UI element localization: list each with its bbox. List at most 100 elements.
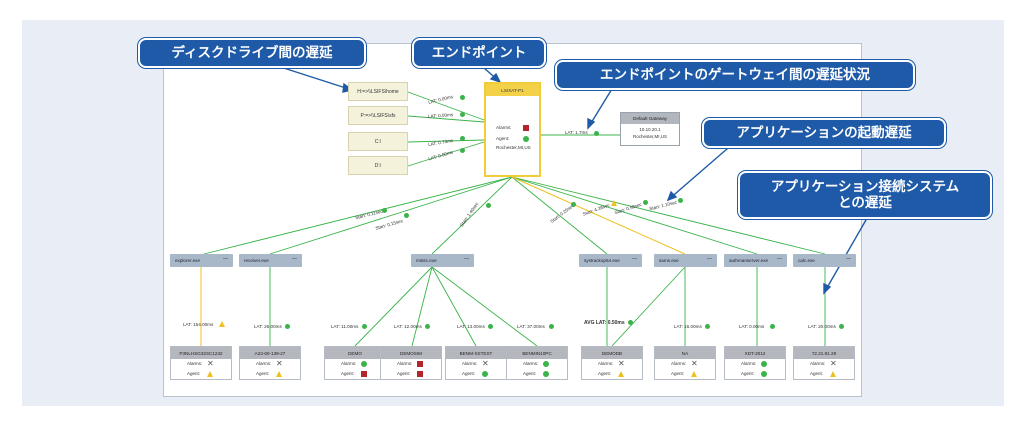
status-ok-icon bbox=[571, 202, 576, 207]
endpoint-node[interactable]: LSIXAT-P1 Alarms: Agent: Rochester,MI,US bbox=[484, 82, 541, 177]
app-receiver[interactable]: receiver.exe— bbox=[239, 254, 302, 267]
server-name: XDT-2012 bbox=[725, 347, 785, 359]
alarm-ok-icon bbox=[761, 361, 767, 367]
agent-label: Agent: bbox=[187, 371, 201, 376]
server-p3nlhsg[interactable]: P3NLHSG32SC1232 Alarms: ✕ Agent: bbox=[170, 346, 232, 380]
more-menu-icon[interactable]: — bbox=[846, 256, 851, 262]
server-demodb[interactable]: DEMODB Alarms: ✕ Agent: bbox=[581, 346, 643, 380]
status-ok-icon bbox=[460, 148, 465, 153]
callout-line-1: アプリケーション接続システム bbox=[770, 178, 960, 195]
drive-p[interactable]: P:=>\\LSIFS\sfs bbox=[348, 106, 408, 125]
more-menu-icon[interactable]: — bbox=[777, 256, 782, 262]
app-name: mstsc.exe bbox=[416, 258, 437, 263]
drive-c[interactable]: C:\ bbox=[348, 132, 408, 151]
server-name: DEMOSIM bbox=[381, 347, 441, 359]
status-ok-icon bbox=[460, 112, 465, 117]
server-latency: LAT: 37.00ms bbox=[517, 324, 545, 329]
status-ok-icon bbox=[628, 320, 633, 325]
server-benm-sstest[interactable]: BENM-SSTEST Alarms: ✕ Agent: bbox=[445, 346, 507, 380]
agent-label: Agent: bbox=[397, 371, 411, 376]
callout-endpoint: エンドポイント bbox=[412, 38, 546, 68]
status-ok-icon bbox=[404, 213, 409, 218]
endpoint-location: Rochester,MI,US bbox=[496, 145, 531, 150]
server-a23[interactable]: A23-60-139-27 Alarms: ✕ Agent: bbox=[239, 346, 301, 380]
alarms-label: Alarms: bbox=[523, 361, 539, 366]
status-ok-icon bbox=[549, 324, 554, 329]
more-menu-icon[interactable]: — bbox=[707, 256, 712, 262]
server-demo[interactable]: DEMO Alarms: Agent: bbox=[324, 346, 386, 380]
status-ok-icon bbox=[425, 324, 430, 329]
agent-warning-icon bbox=[830, 371, 836, 377]
server-latency: LAT: 20.00ms bbox=[808, 324, 836, 329]
server-name: A23-60-139-27 bbox=[240, 347, 300, 359]
app-systrack[interactable]: systrackop64.exe — bbox=[579, 254, 642, 267]
status-ok-icon bbox=[594, 131, 599, 136]
app-sams[interactable]: sams.exe— bbox=[654, 254, 717, 267]
drive-d[interactable]: D:\ bbox=[348, 156, 408, 175]
server-latency: LAT: 26.00ms bbox=[254, 324, 282, 329]
app-calc[interactable]: calc.exe— bbox=[793, 254, 856, 267]
more-menu-icon[interactable]: — bbox=[464, 256, 469, 262]
status-ok-icon bbox=[486, 203, 491, 208]
alarm-none-icon: ✕ bbox=[830, 359, 837, 368]
server-name: BENM-SSTEST bbox=[446, 347, 506, 359]
link-mstsc-benmin bbox=[431, 266, 538, 347]
agent-ok-icon bbox=[523, 136, 529, 142]
callout-pointer-startup bbox=[667, 141, 736, 201]
app-explorer[interactable]: explorer.exe — bbox=[170, 254, 233, 267]
agent-ok-icon bbox=[482, 371, 488, 377]
alarm-ok-icon bbox=[543, 361, 549, 367]
callout-disk-latency: ディスクドライブ間の遅延 bbox=[138, 38, 366, 68]
link-app-authman bbox=[511, 176, 758, 255]
agent-label: Agent: bbox=[810, 371, 824, 376]
gateway-ip: 10.10.20.1 bbox=[639, 127, 661, 132]
agent-critical-icon bbox=[417, 371, 423, 377]
drive-h[interactable]: H:=>\\LSIFS\home bbox=[348, 82, 408, 101]
alarms-label: Alarms: bbox=[397, 361, 413, 366]
status-ok-icon bbox=[460, 95, 465, 100]
server-latency: LAT: 154.00ms bbox=[183, 322, 214, 327]
endpoint-agent-label: Agent: bbox=[496, 136, 510, 141]
server-name: BENMIN10PC bbox=[507, 347, 567, 359]
status-ok-icon bbox=[839, 324, 844, 329]
server-latency: LAT: 0.00ms bbox=[739, 324, 765, 329]
app-name: systrackop64.exe bbox=[584, 258, 620, 263]
server-latency: LAT: 16.00ms bbox=[674, 324, 702, 329]
link-app-explorer bbox=[203, 176, 513, 255]
agent-label: Agent: bbox=[598, 371, 612, 376]
server-72-21-91-29[interactable]: 72.21.91.29 Alarms: ✕ Agent: bbox=[793, 346, 855, 380]
status-ok-icon bbox=[362, 324, 367, 329]
status-ok-icon bbox=[770, 324, 775, 329]
link-mstsc-demosim bbox=[411, 266, 433, 347]
server-na[interactable]: NA Alarms: ✕ Agent: bbox=[654, 346, 716, 380]
app-authman[interactable]: authmanserver.exe — bbox=[724, 254, 787, 267]
server-name: DEMODB bbox=[582, 347, 642, 359]
app-name: explorer.exe bbox=[175, 258, 201, 263]
warning-icon bbox=[219, 321, 225, 327]
server-xdt2012[interactable]: XDT-2012 Alarms: Agent: bbox=[724, 346, 786, 380]
server-demosim[interactable]: DEMOSIM Alarms: Agent: bbox=[380, 346, 442, 380]
link-mstsc-demo bbox=[354, 266, 433, 347]
server-benmin10pc[interactable]: BENMIN10PC Alarms: Agent: bbox=[506, 346, 568, 380]
app-mstsc[interactable]: mstsc.exe — bbox=[411, 254, 474, 267]
app-name: authmanserver.exe bbox=[729, 258, 769, 263]
alarm-none-icon: ✕ bbox=[207, 359, 214, 368]
more-menu-icon[interactable]: — bbox=[292, 256, 297, 262]
more-menu-icon[interactable]: — bbox=[223, 256, 228, 262]
agent-warning-icon bbox=[691, 371, 697, 377]
status-ok-icon bbox=[382, 208, 387, 213]
link-app-calc bbox=[511, 176, 826, 255]
gateway-node[interactable]: Default Gateway 10.10.20.1 Rochester,MI,… bbox=[620, 112, 680, 146]
server-latency: LAT: 11.00ms bbox=[331, 324, 359, 329]
status-ok-icon bbox=[678, 198, 683, 203]
link-mstsc-benm bbox=[431, 266, 477, 347]
status-ok-icon bbox=[643, 200, 648, 205]
alarms-label: Alarms: bbox=[741, 361, 757, 366]
server-latency: LAT: 12.00ms bbox=[394, 324, 422, 329]
server-latency: LAT: 13.00ms bbox=[457, 324, 485, 329]
more-menu-icon[interactable]: — bbox=[632, 256, 637, 262]
agent-label: Agent: bbox=[462, 371, 476, 376]
agent-critical-icon bbox=[361, 371, 367, 377]
agent-ok-icon bbox=[543, 371, 549, 377]
server-name: 72.21.91.29 bbox=[794, 347, 854, 359]
